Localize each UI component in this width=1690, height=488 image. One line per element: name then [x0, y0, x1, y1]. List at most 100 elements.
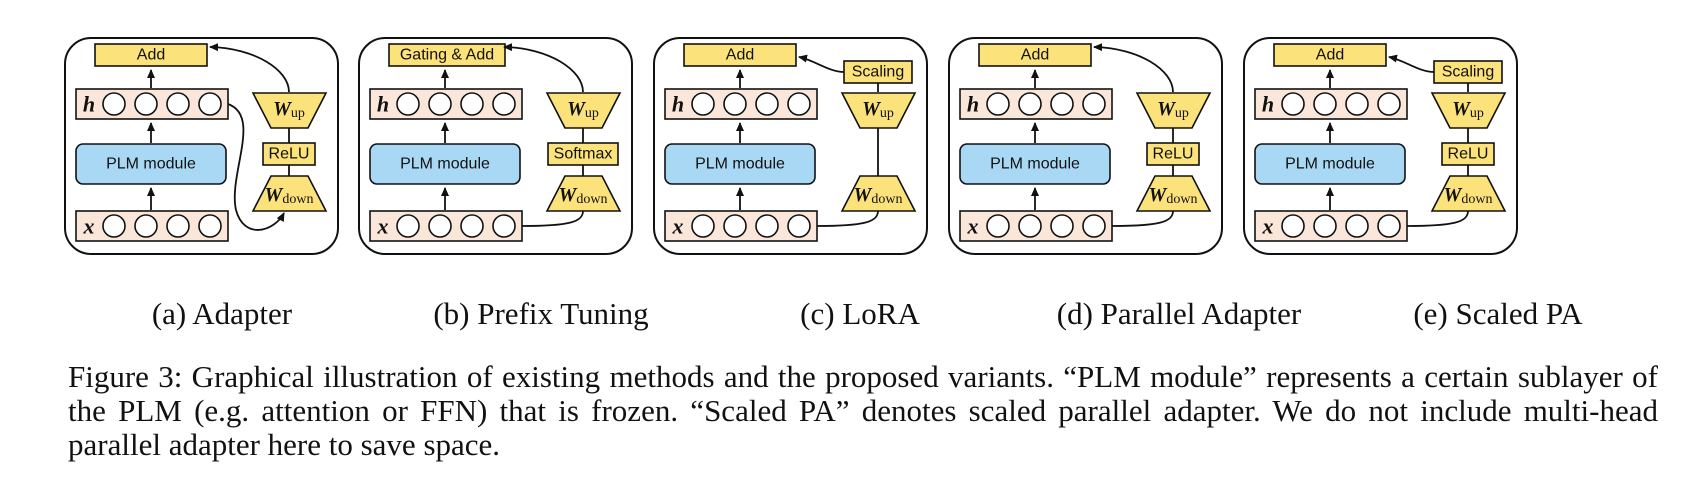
hidden-row-neuron — [1345, 92, 1369, 116]
hidden-row-neuron — [134, 92, 158, 116]
input-row: x — [369, 210, 523, 242]
add-box — [388, 43, 506, 67]
link-x-to-down — [816, 210, 879, 227]
plm-module-label: PLM module — [695, 156, 785, 173]
hidden-row: h — [369, 88, 523, 120]
w-down-block — [545, 175, 622, 212]
input-row-neuron — [1050, 214, 1074, 238]
hidden-row-neuron — [492, 92, 516, 116]
hidden-row-symbol: h — [83, 92, 95, 117]
input-row: x — [75, 210, 229, 242]
w-up-block — [1135, 92, 1212, 129]
scaling-label: Scaling — [1442, 64, 1494, 81]
add-box-label: Add — [137, 47, 165, 64]
input-row-neuron — [198, 214, 222, 238]
arrow-up-to-add — [1093, 43, 1174, 93]
input-row-symbol: x — [377, 214, 389, 239]
link-x-to-down — [1111, 210, 1174, 227]
input-row-symbol: x — [672, 214, 684, 239]
input-row-neuron — [1281, 214, 1305, 238]
plm-module-label: PLM module — [106, 156, 196, 173]
add-box-label: Add — [1021, 47, 1049, 64]
add-box-label: Gating & Add — [400, 47, 494, 64]
hidden-row-neuron — [986, 92, 1010, 116]
input-row-neuron — [723, 214, 747, 238]
hidden-row-neuron — [428, 92, 452, 116]
w-up-block — [545, 92, 622, 129]
nonlinearity-label: Softmax — [554, 146, 613, 163]
hidden-row-neuron — [1018, 92, 1042, 116]
hidden-row-neuron — [166, 92, 190, 116]
w-down-block — [1430, 175, 1507, 212]
input-row-symbol: x — [967, 214, 979, 239]
hidden-row-neuron — [1082, 92, 1106, 116]
plm-module — [369, 143, 521, 185]
w-down-label: Wdown — [559, 184, 608, 207]
input-row-neuron — [787, 214, 811, 238]
hidden-row-neuron — [1050, 92, 1074, 116]
hidden-row-neuron — [1377, 92, 1401, 116]
scaling-label: Scaling — [852, 64, 904, 81]
add-box — [978, 43, 1092, 67]
add-box — [683, 43, 797, 67]
input-row-neuron — [1313, 214, 1337, 238]
caption-scaled-pa: (e) Scaled PA — [1413, 296, 1583, 331]
plm-module-label: PLM module — [400, 156, 490, 173]
hidden-row-symbol: h — [377, 92, 389, 117]
w-up-label: Wup — [862, 98, 894, 121]
hidden-row-symbol: h — [1262, 92, 1274, 117]
hidden-row-symbol: h — [672, 92, 684, 117]
input-row-neuron — [166, 214, 190, 238]
nonlinearity-label: ReLU — [1448, 146, 1489, 163]
w-down-label: Wdown — [854, 184, 903, 207]
w-down-block — [1135, 175, 1212, 212]
hidden-row-neuron — [755, 92, 779, 116]
caption-adapter: (a) Adapter — [151, 296, 293, 331]
caption-parallel-adapter: (d) Parallel Adapter — [1056, 296, 1302, 331]
add-box — [1273, 43, 1387, 67]
nonlinearity-label: ReLU — [269, 146, 310, 163]
link-x-to-down — [521, 210, 584, 227]
input-row-neuron — [691, 214, 715, 238]
input-row-neuron — [492, 214, 516, 238]
w-down-block — [251, 175, 328, 212]
arrow-up-to-add — [503, 43, 584, 93]
caption-prefix-tuning: (b) Prefix Tuning — [433, 296, 649, 331]
w-up-block — [840, 92, 917, 129]
hidden-row-neuron — [1281, 92, 1305, 116]
w-up-block — [251, 92, 328, 129]
hidden-row: h — [75, 88, 229, 120]
input-row-neuron — [460, 214, 484, 238]
w-down-label: Wdown — [1444, 184, 1493, 207]
arrow-scaling-to-add — [1388, 54, 1435, 73]
w-up-block — [1430, 92, 1507, 129]
input-row-neuron — [755, 214, 779, 238]
hidden-row-neuron — [723, 92, 747, 116]
hidden-row-symbol: h — [967, 92, 979, 117]
plm-module — [959, 143, 1111, 185]
add-box-label: Add — [1316, 47, 1344, 64]
input-row-neuron — [1082, 214, 1106, 238]
input-row-neuron — [1345, 214, 1369, 238]
input-row: x — [1254, 210, 1408, 242]
w-up-label: Wup — [273, 98, 305, 121]
arrow-scaling-to-add — [798, 54, 845, 73]
input-row: x — [664, 210, 818, 242]
figure-caption: Figure 3: Graphical illustration of exis… — [68, 359, 1658, 462]
hidden-row-neuron — [102, 92, 126, 116]
w-up-label: Wup — [567, 98, 599, 121]
plm-module — [75, 143, 227, 185]
w-down-label: Wdown — [265, 184, 314, 207]
plm-module-label: PLM module — [990, 156, 1080, 173]
hidden-row-neuron — [198, 92, 222, 116]
input-row-symbol: x — [83, 214, 95, 239]
input-row-neuron — [102, 214, 126, 238]
w-up-label: Wup — [1452, 98, 1484, 121]
w-up-label: Wup — [1157, 98, 1189, 121]
